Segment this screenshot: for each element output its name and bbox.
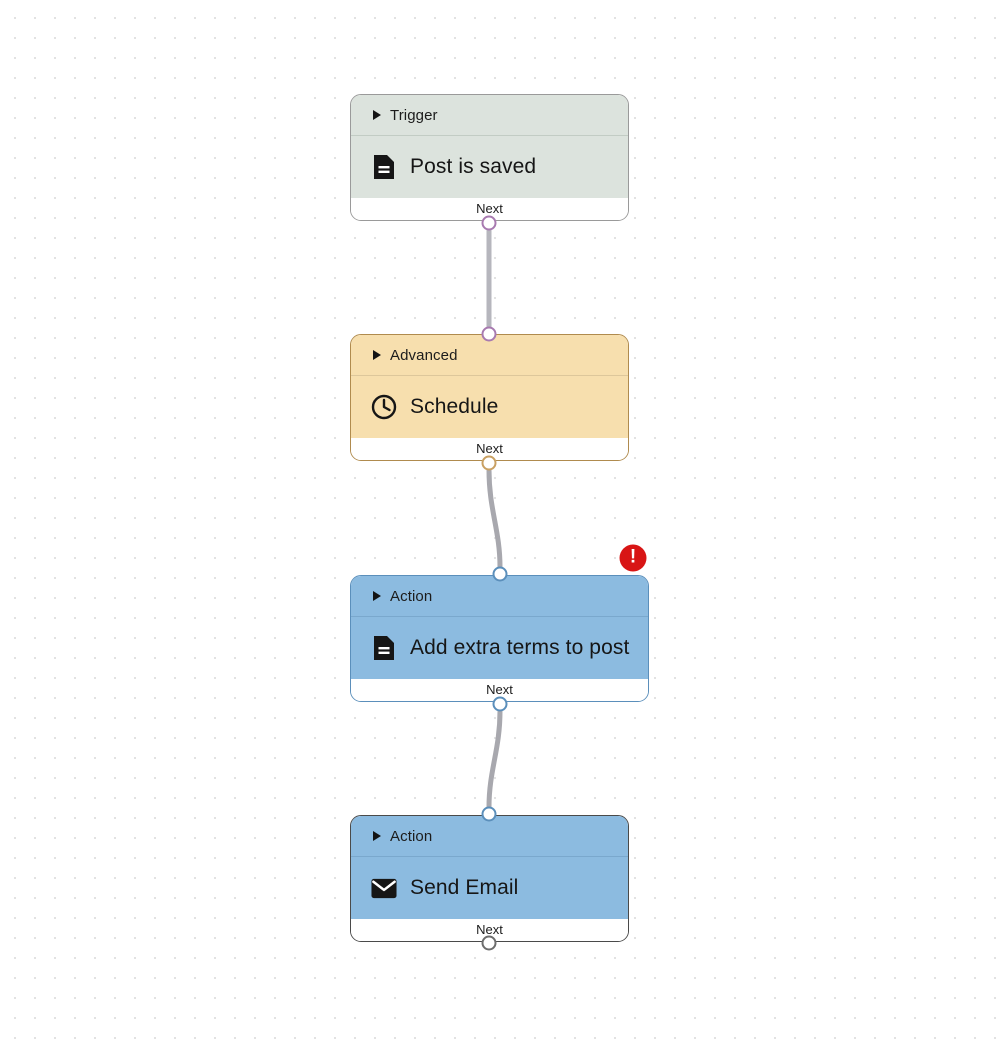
node-kind-label: Action	[390, 827, 433, 845]
node-title: Send Email	[410, 876, 519, 899]
connector-edge[interactable]	[486, 467, 503, 570]
exclamation-icon: !	[629, 546, 637, 568]
node-kind-label: Advanced	[390, 346, 458, 364]
node-header[interactable]: Action	[351, 816, 628, 856]
chevron-right-icon[interactable]	[373, 831, 381, 841]
connection-port[interactable]	[492, 696, 508, 712]
node-kind-label: Trigger	[390, 106, 438, 124]
connection-port[interactable]	[481, 806, 497, 822]
connection-port[interactable]	[492, 566, 508, 582]
document-icon	[371, 635, 397, 661]
node-title: Schedule	[410, 395, 499, 418]
document-icon	[371, 154, 397, 180]
connector-edge[interactable]	[486, 708, 503, 810]
node-title: Add extra terms to post	[410, 636, 630, 659]
node-kind-label: Action	[390, 587, 433, 605]
connection-port[interactable]	[481, 326, 497, 342]
chevron-right-icon[interactable]	[373, 110, 381, 120]
node-next-label[interactable]: Next	[351, 198, 628, 220]
node-next-label[interactable]: Next	[351, 679, 648, 701]
connection-port[interactable]	[481, 935, 497, 951]
node-body[interactable]: Post is saved	[351, 135, 628, 198]
node-error-badge[interactable]: !	[619, 544, 647, 572]
node-title: Post is saved	[410, 155, 537, 178]
chevron-right-icon[interactable]	[373, 591, 381, 601]
node-body[interactable]: Add extra terms to post	[351, 616, 648, 679]
node-body[interactable]: Schedule	[351, 375, 628, 438]
node-next-label[interactable]: Next	[351, 438, 628, 460]
node-header[interactable]: Trigger	[351, 95, 628, 135]
node-header[interactable]: Advanced	[351, 335, 628, 375]
connection-port[interactable]	[481, 215, 497, 231]
clock-icon	[371, 394, 397, 420]
node-header[interactable]: Action	[351, 576, 648, 616]
node-body[interactable]: Send Email	[351, 856, 628, 919]
chevron-right-icon[interactable]	[373, 350, 381, 360]
node-next-label[interactable]: Next	[351, 919, 628, 941]
envelope-icon	[371, 875, 397, 901]
connection-port[interactable]	[481, 455, 497, 471]
